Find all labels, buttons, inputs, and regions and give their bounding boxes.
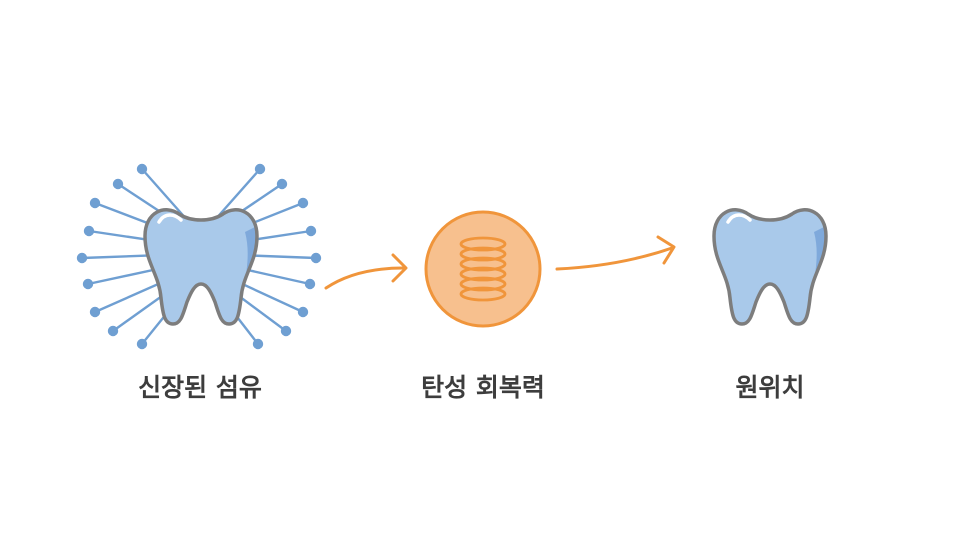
step-label-elastic-recovery: 탄성 회복력 (421, 373, 545, 402)
step-label-stretched-fibers: 신장된 섬유 (138, 373, 262, 402)
step-label-original-position: 원위치 (735, 373, 805, 402)
arrow-right-icon (555, 235, 676, 271)
tooth-icon (712, 208, 828, 326)
arrow-right-icon (324, 253, 408, 290)
tooth-with-fibers-icon (76, 163, 322, 350)
spring-icon (424, 210, 542, 328)
tooth-left (143, 208, 259, 326)
